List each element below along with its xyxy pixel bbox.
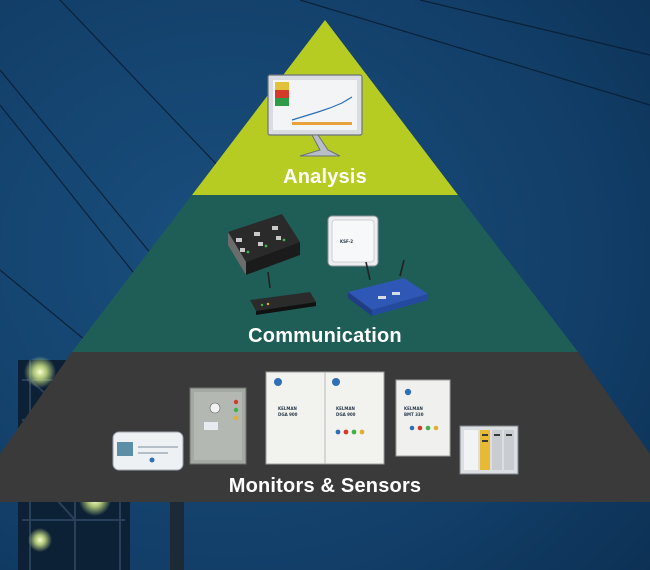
cabinet-left-line2: DGA 900	[278, 412, 298, 417]
tier-label-communication: Communication	[248, 325, 402, 347]
white-enclosure: KSF-2	[327, 215, 379, 267]
router-small	[250, 271, 316, 315]
white-cabinet: KELMAN BMT 330	[395, 379, 451, 457]
white-cabinet-line1: KELMAN	[404, 406, 423, 411]
cabinet-left-line1: KELMAN	[278, 406, 297, 411]
tier-label-analysis: Analysis	[283, 166, 367, 188]
enclosure-label: KSF-2	[340, 239, 353, 244]
tier-label-monitors-sensors: Monitors & Sensors	[228, 475, 422, 497]
tier-communication	[72, 195, 578, 352]
grey-cabinet	[189, 387, 247, 465]
cabinet-right-line1: KELMAN	[336, 406, 355, 411]
monitor-display	[267, 74, 363, 157]
rack-modules	[228, 214, 300, 275]
cabinet-right-line2: DGA 900	[336, 412, 356, 417]
router-blue	[348, 259, 428, 316]
double-cabinet: KELMAN DGA 900 KELMAN DGA 900	[265, 371, 385, 465]
small-sensor-unit	[112, 431, 184, 471]
din-rail-module	[459, 425, 519, 475]
white-cabinet-line2: BMT 330	[404, 412, 424, 417]
